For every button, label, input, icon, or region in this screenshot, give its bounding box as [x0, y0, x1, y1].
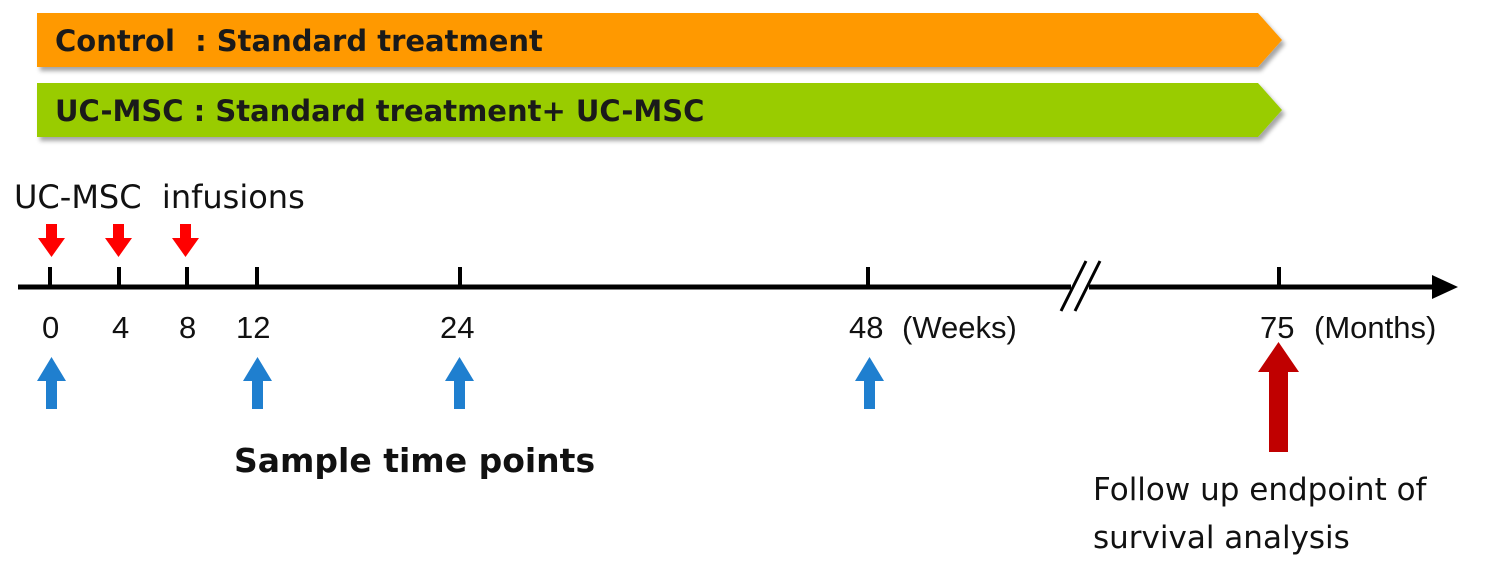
- control-arm-banner: Control : Standard treatment: [37, 13, 1282, 67]
- infusion-arrow-week-4: [105, 224, 132, 257]
- sample-arrow-week-0: [37, 357, 66, 409]
- weeks-unit-label: (Weeks): [902, 310, 1017, 345]
- tick-label-48: 48: [849, 310, 883, 345]
- axis-break-mark: [1059, 260, 1088, 312]
- months-unit-label: (Months): [1314, 310, 1436, 345]
- sample-arrow-week-48: [855, 357, 884, 409]
- sample-time-points-label: Sample time points: [234, 441, 595, 480]
- timeline-axis: [18, 260, 1458, 312]
- endpoint-arrow: [1258, 342, 1299, 452]
- infusion-arrow-week-0: [38, 224, 65, 257]
- ucmsc-arm-arrow: [37, 83, 1282, 137]
- tick-label-24: 24: [440, 310, 474, 345]
- axis-arrowhead: [1432, 275, 1458, 299]
- sample-arrows: [37, 357, 884, 409]
- tick-label-4: 4: [112, 310, 129, 345]
- infusion-arrow-week-8: [172, 224, 199, 257]
- control-arm-label: Control : Standard treatment: [55, 24, 543, 58]
- axis-break-gap: [1071, 270, 1089, 304]
- tick-label-0: 0: [42, 310, 59, 345]
- tick-label-8: 8: [179, 310, 196, 345]
- control-arm-arrow: [37, 13, 1282, 67]
- tick-label-12: 12: [236, 310, 270, 345]
- ucmsc-arm-banner: UC-MSC : Standard treatment+ UC-MSC: [37, 83, 1282, 137]
- tick-label-75: 75: [1260, 310, 1294, 345]
- endpoint-label-line2: survival analysis: [1093, 520, 1350, 556]
- endpoint-label-line1: Follow up endpoint of: [1093, 472, 1428, 508]
- ucmsc-arm-label: UC-MSC : Standard treatment+ UC-MSC: [55, 94, 704, 128]
- sample-arrow-week-24: [445, 357, 474, 409]
- infusion-arrows: [38, 224, 199, 257]
- axis-break-mark: [1073, 260, 1102, 312]
- infusions-label: UC-MSC infusions: [14, 178, 305, 216]
- sample-arrow-week-12: [243, 357, 272, 409]
